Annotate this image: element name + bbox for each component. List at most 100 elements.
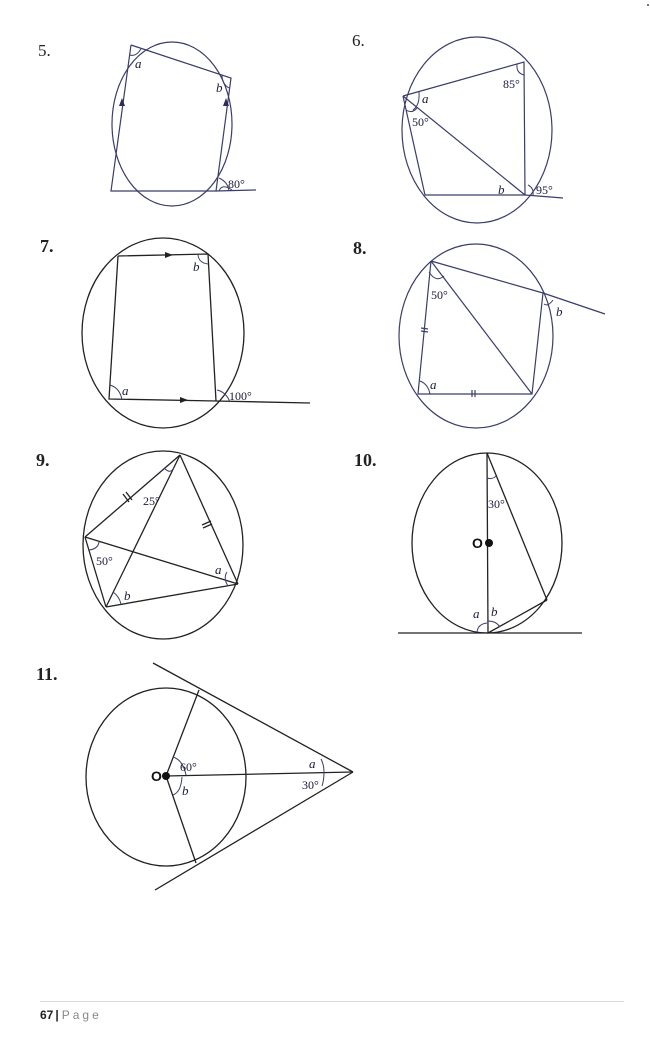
extended-side: [524, 194, 564, 199]
parallel-arrow-icon: [165, 252, 173, 258]
diagonal: [402, 95, 526, 196]
center-point: [485, 539, 493, 547]
angle-label-a: a: [309, 756, 316, 771]
chord: [179, 454, 239, 585]
angle-arc-50: [405, 107, 418, 113]
chord: [105, 583, 239, 608]
angle-arc-b: [197, 254, 209, 265]
parallel-arrow-icon: [223, 98, 229, 106]
angle-label-25: 25°: [143, 494, 160, 508]
figure-9: 9. 25° 50° b a: [36, 450, 244, 640]
angle-arc-80: [218, 177, 230, 192]
angle-label-50: 50°: [96, 554, 113, 568]
page-number: 67: [40, 1008, 54, 1022]
equal-tick: [202, 523, 213, 529]
circle: [85, 687, 247, 867]
angle-label-b: b: [216, 80, 223, 95]
angle-arc-25: [163, 466, 175, 472]
figure-number: 7.: [40, 236, 54, 256]
angle-arc-b: [487, 620, 501, 628]
chord: [84, 454, 181, 538]
extended-side: [215, 400, 311, 404]
angle-arc-b: [172, 776, 183, 796]
angle-label-b: b: [182, 783, 189, 798]
equal-tick: [420, 327, 429, 330]
center-label: O: [151, 768, 162, 784]
figure-number: 9.: [36, 450, 50, 470]
extended-side: [542, 292, 606, 315]
angle-arc-60: [172, 756, 187, 776]
extended-side: [215, 189, 257, 192]
circle: [398, 243, 554, 429]
angle-label-a: a: [215, 562, 222, 577]
angle-label-given: 80°: [228, 177, 245, 191]
angle-arc-a: [320, 758, 325, 773]
angle-label-b: b: [193, 259, 200, 274]
figure-number: 8.: [353, 238, 367, 258]
parallel-arrow-icon: [119, 98, 125, 106]
angle-arc-50: [88, 541, 100, 551]
angle-arc-b: [543, 299, 554, 306]
figure-number: 10.: [354, 450, 377, 470]
circle: [81, 237, 245, 429]
angle-arc-a: [412, 91, 420, 111]
angle-label-a: a: [422, 91, 429, 106]
angle-arc-50: [428, 271, 445, 280]
cyclic-quadrilateral: [108, 253, 217, 402]
chord: [487, 599, 548, 634]
page-word: Page: [61, 1008, 102, 1022]
cyclic-quadrilateral: [417, 260, 544, 395]
angle-label-85: 85°: [503, 77, 520, 91]
figure-6: 6. a 85° 50° b 95°: [352, 31, 564, 224]
angle-label-30: 30°: [488, 497, 505, 511]
angle-arc-100: [216, 389, 231, 403]
chord: [105, 454, 181, 608]
footer-separator: |: [55, 1008, 59, 1022]
angle-label-b: b: [124, 588, 131, 603]
angle-arc-a: [476, 622, 488, 633]
angle-arc-a: [109, 384, 123, 401]
center-point: [162, 772, 170, 780]
angle-arc-b: [221, 74, 230, 89]
chord: [84, 536, 239, 585]
angle-label-50: 50°: [412, 115, 429, 129]
chord: [486, 452, 548, 601]
angle-label-95: 95°: [536, 183, 553, 197]
equal-tick: [201, 520, 212, 526]
figure-8: 8. 50° a b: [353, 238, 606, 429]
circle: [401, 36, 553, 224]
angle-label-30: 30°: [302, 778, 319, 792]
parallel-arrow-icon: [180, 397, 188, 403]
figure-10: 10. 30° O a b: [354, 450, 582, 634]
angle-label-b: b: [498, 182, 505, 197]
figure-number: 5.: [38, 41, 51, 60]
angle-label-b: b: [556, 304, 563, 319]
angle-label-50: 50°: [431, 288, 448, 302]
angle-arc-85: [516, 63, 525, 76]
center-to-external-line: [165, 771, 354, 777]
equal-tick: [122, 493, 130, 503]
angle-arc-a: [224, 571, 229, 587]
figure-number: 11.: [36, 664, 58, 684]
center-label: O: [472, 535, 483, 551]
circle: [111, 41, 233, 207]
tangent-upper: [152, 662, 354, 773]
angle-label-60: 60°: [180, 760, 197, 774]
angle-label-a: a: [135, 56, 142, 71]
radius-upper: [165, 689, 200, 777]
diagonal: [430, 260, 533, 395]
figure-11: 11. 60° O b a 30°: [36, 662, 354, 891]
equal-tick: [125, 491, 133, 501]
angle-arc-a: [419, 380, 431, 395]
chord: [84, 536, 107, 608]
tangent-lower: [154, 771, 354, 891]
angle-arc-95: [527, 184, 534, 196]
circle: [82, 450, 244, 640]
angle-label-a: a: [122, 383, 129, 398]
figure-7: 7. a b 100°: [40, 236, 311, 429]
scan-speck: [647, 4, 649, 6]
figure-number: 6.: [352, 31, 365, 50]
radius-lower: [165, 775, 197, 864]
angle-arc-30: [486, 474, 498, 480]
angle-arc-b: [112, 591, 122, 605]
